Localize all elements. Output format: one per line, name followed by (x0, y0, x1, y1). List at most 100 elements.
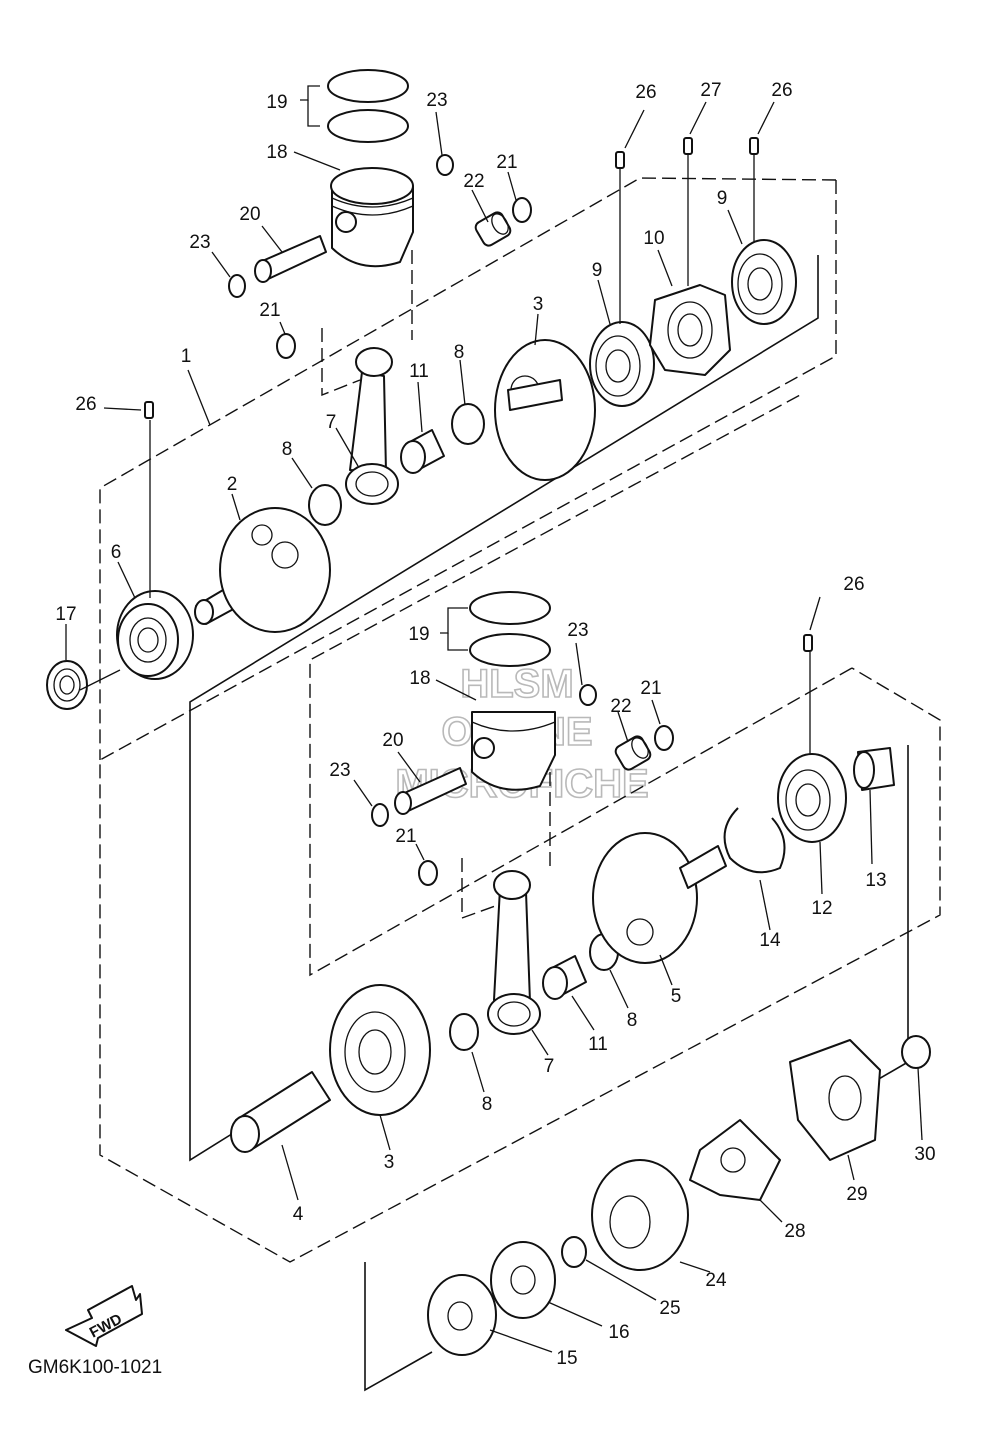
callouts-lower: 19 18 23 20 23 21 22 21 26 14 12 13 5 8 … (293, 574, 936, 1369)
callout-23a-lower: 23 (567, 620, 588, 641)
dowel-pin-upper-27 (683, 137, 693, 155)
crank-pin-lower (542, 955, 587, 1000)
callout-12-lower: 12 (811, 898, 832, 919)
damper-lower-28 (689, 1119, 781, 1201)
callout-18-upper: 18 (266, 142, 287, 163)
callout-9b-upper: 9 (717, 188, 728, 209)
dowel-pin-upper-center (615, 151, 625, 169)
callout-23b-upper: 23 (189, 232, 210, 253)
piston-pin-upper (254, 235, 327, 283)
leader-lines (65, 85, 923, 1353)
spacer-lower-15 (427, 1274, 497, 1356)
watermark-line-1: HLSM (460, 662, 573, 706)
callout-23b-lower: 23 (329, 760, 350, 781)
diagram-code: GM6K100-1021 (28, 1357, 162, 1378)
bearing-right-upper (731, 239, 797, 325)
thrust-washer-upper-right (451, 403, 485, 445)
callout-17-upper: 17 (55, 604, 76, 625)
callout-5-lower: 5 (671, 986, 682, 1007)
clip-upper-left (228, 274, 246, 298)
callout-19-upper: 19 (266, 92, 287, 113)
connecting-rod-upper (345, 347, 399, 505)
shaft-lower (230, 1071, 331, 1153)
callout-15-lower: 15 (556, 1348, 577, 1369)
coupler-lower-29 (789, 1039, 881, 1161)
washer-lower-30 (901, 1035, 931, 1069)
crank-web-lower-right (592, 832, 727, 964)
upper-parts (46, 69, 797, 710)
labyrinth-seal-upper (649, 284, 731, 376)
dowel-pin-upper-right (749, 137, 759, 155)
piston-rings-upper (327, 69, 409, 143)
callout-11-upper: 11 (409, 361, 429, 382)
clip-lower-left (371, 803, 389, 827)
crank-web-lower-left (329, 984, 431, 1116)
spacer-lower-16 (490, 1241, 556, 1319)
callout-21b-lower: 21 (640, 678, 661, 699)
callout-8a-upper: 8 (282, 439, 293, 460)
callout-11-lower: 11 (588, 1034, 608, 1055)
callout-26-lower: 26 (843, 574, 864, 595)
thrust-washer-lower-left (449, 1013, 479, 1051)
dowel-pin-upper-left (144, 401, 154, 419)
callout-7-lower: 7 (544, 1056, 555, 1077)
crank-web-right-upper (494, 339, 596, 481)
callout-18-lower: 18 (409, 668, 430, 689)
coupler-lower-24 (591, 1159, 689, 1271)
crank-pin-upper (400, 429, 445, 474)
callout-4-lower: 4 (293, 1204, 304, 1225)
callout-26c-upper: 26 (771, 80, 792, 101)
callout-2-upper: 2 (227, 474, 238, 495)
callout-8b-upper: 8 (454, 342, 465, 363)
callout-14-lower: 14 (759, 930, 781, 951)
piston-lower (471, 711, 556, 791)
callouts-upper: 19 18 23 20 23 21 22 21 1 26 7 11 8 8 2 … (55, 80, 792, 625)
fwd-arrow-icon: FWD (65, 1285, 143, 1347)
thrust-washer-upper-left (308, 484, 342, 526)
oil-seal-upper (46, 660, 88, 710)
callout-21b-upper: 21 (496, 152, 517, 173)
callout-8a-lower: 8 (627, 1010, 638, 1031)
piston-rings-lower (469, 591, 551, 667)
callout-13-lower: 13 (865, 870, 886, 891)
callout-7-upper: 7 (326, 412, 337, 433)
bearing-lower-right (777, 753, 847, 843)
clip-upper-right (436, 154, 454, 176)
piston-pin-lower (394, 767, 467, 815)
washer-lower-left (418, 860, 438, 886)
callout-21a-lower: 21 (395, 826, 416, 847)
callout-26a-upper: 26 (75, 394, 96, 415)
callout-30-lower: 30 (914, 1144, 935, 1165)
callout-23a-upper: 23 (426, 90, 447, 111)
callout-28-lower: 28 (784, 1221, 805, 1242)
bearing-center-upper (589, 321, 655, 407)
bearing-left-upper (116, 590, 194, 680)
callout-22-upper: 22 (463, 171, 484, 192)
washer-lower-right (654, 725, 674, 751)
callout-20-lower: 20 (382, 730, 403, 751)
washer-upper-left (276, 333, 296, 359)
oring-lower-25 (561, 1236, 587, 1268)
callout-25-lower: 25 (659, 1298, 680, 1319)
callout-19-lower: 19 (408, 624, 429, 645)
crank-web-left-upper (194, 507, 331, 633)
piston-upper (330, 167, 414, 268)
clip-lower-right (579, 684, 597, 706)
callout-3-lower: 3 (384, 1152, 395, 1173)
callout-8b-lower: 8 (482, 1094, 493, 1115)
callout-16-lower: 16 (608, 1322, 629, 1343)
callout-3-upper: 3 (533, 294, 544, 315)
callout-21a-upper: 21 (259, 300, 280, 321)
washer-upper-right (512, 197, 532, 223)
callout-1-upper: 1 (181, 346, 192, 367)
callout-26b-upper: 26 (635, 82, 656, 103)
callout-27-upper: 27 (700, 80, 721, 101)
circlip-lower (723, 807, 786, 874)
callout-9a-upper: 9 (592, 260, 603, 281)
connecting-rod-lower (487, 870, 541, 1035)
callout-22-lower: 22 (610, 696, 631, 717)
callout-20-upper: 20 (239, 204, 260, 225)
collar-lower (853, 747, 895, 791)
callout-24-lower: 24 (705, 1270, 727, 1291)
